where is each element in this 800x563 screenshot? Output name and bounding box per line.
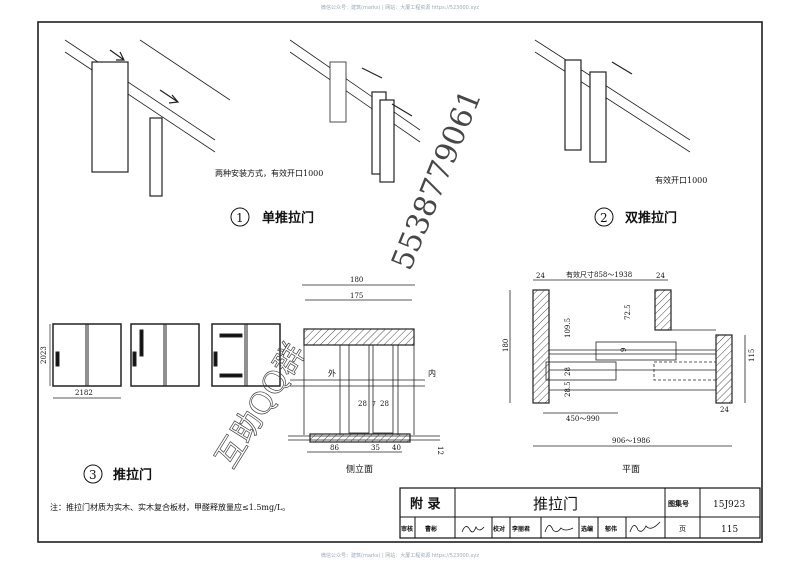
figure3-number-circle (83, 464, 103, 484)
atlas-label: 图集号 (668, 499, 689, 508)
figure2-title: 双推拉门 (625, 210, 677, 226)
editor-signature (629, 521, 661, 533)
watermark-bottom: 微信公众号：建筑(marks) | 网站：大厦工程资源 https://5230… (321, 553, 479, 559)
reviewer-name: 曹彬 (425, 525, 437, 533)
editor-name: 郁伟 (604, 525, 617, 533)
side-dim-180: 180 (350, 276, 363, 284)
plan-dim-total: 906～1986 (612, 437, 651, 445)
figure3-title: 推拉门 (113, 467, 152, 483)
plan-dim-72-5: 72.5 (624, 304, 632, 320)
side-dim-35: 35 (371, 444, 380, 452)
plan-dim-180: 180 (502, 339, 510, 352)
side-dim-leaf1: 28 (358, 400, 367, 408)
side-dim-175: 175 (350, 292, 363, 300)
side-dim-gap: 7 (372, 401, 376, 408)
plan-dim-9: 9 (620, 348, 628, 352)
side-elevation-title: 侧立面 (346, 463, 373, 475)
side-dim-40: 40 (392, 444, 401, 452)
title-block-section: 附 录 (410, 496, 441, 512)
sheet-frame (37, 21, 763, 543)
figure2-number-circle (594, 207, 614, 227)
watermark-top: 微信公众号：建筑(marks) | 网站：大厦工程资源 https://5230… (321, 5, 479, 11)
side-dim-12: 12 (436, 446, 444, 455)
figure2-note: 有效开口1000 (655, 175, 707, 185)
title-block-title: 推拉门 (533, 495, 578, 513)
atlas-number: 15J923 (713, 500, 746, 510)
plan-dim-115: 115 (748, 349, 756, 362)
checker-signature (544, 525, 574, 533)
checker-name: 李丽君 (511, 525, 530, 533)
plan-section (509, 279, 746, 447)
figure1-note: 两种安装方式，有效开口1000 (215, 168, 323, 178)
page-label: 页 (679, 525, 686, 533)
title-block (399, 487, 761, 539)
reviewer-signature (461, 526, 485, 533)
plan-dim-open: 450～990 (566, 415, 600, 423)
figure1-title: 单推拉门 (262, 210, 314, 226)
side-outer-label: 外 (328, 368, 336, 378)
figure1-number-circle (230, 207, 250, 227)
plan-dim-28-5: 28.5 (564, 381, 572, 397)
door-elevations (49, 323, 281, 399)
material-note: 注：推拉门材质为实木、实木复合板材，甲醛释放量应≤1.5mg/L。 (50, 502, 290, 512)
review-label: 审核 (401, 525, 413, 533)
double-sliding-door-perspective (534, 39, 691, 163)
side-dim-86: 86 (330, 444, 339, 452)
page-number: 115 (721, 525, 738, 535)
plan-dim-109-5: 109.5 (564, 318, 572, 338)
check-label: 校对 (493, 525, 505, 533)
plan-dim-28: 28 (564, 367, 572, 376)
figure1-number: 1 (236, 211, 244, 225)
plan-dim-left24: 24 (536, 272, 545, 280)
plan-dim-r24: 24 (720, 406, 729, 414)
plan-dim-right24: 24 (656, 272, 665, 280)
side-inner-label: 内 (428, 368, 436, 378)
elevation-width-dim: 2182 (75, 389, 93, 397)
elevation-height-dim: 2023 (40, 346, 48, 364)
single-sliding-door-perspective (64, 39, 421, 197)
figure2-number: 2 (600, 211, 608, 225)
side-dim-leaf2: 28 (380, 400, 389, 408)
qq-watermark: 5538779061 (385, 85, 489, 275)
edit-label: 选编 (581, 525, 593, 533)
plan-dim-effective: 有效尺寸858～1938 (566, 270, 632, 279)
plan-title: 平面 (622, 464, 640, 475)
group-watermark: 互助QQ群 (209, 338, 312, 475)
figure3-number: 3 (89, 468, 97, 482)
side-elevation-section (288, 284, 440, 453)
